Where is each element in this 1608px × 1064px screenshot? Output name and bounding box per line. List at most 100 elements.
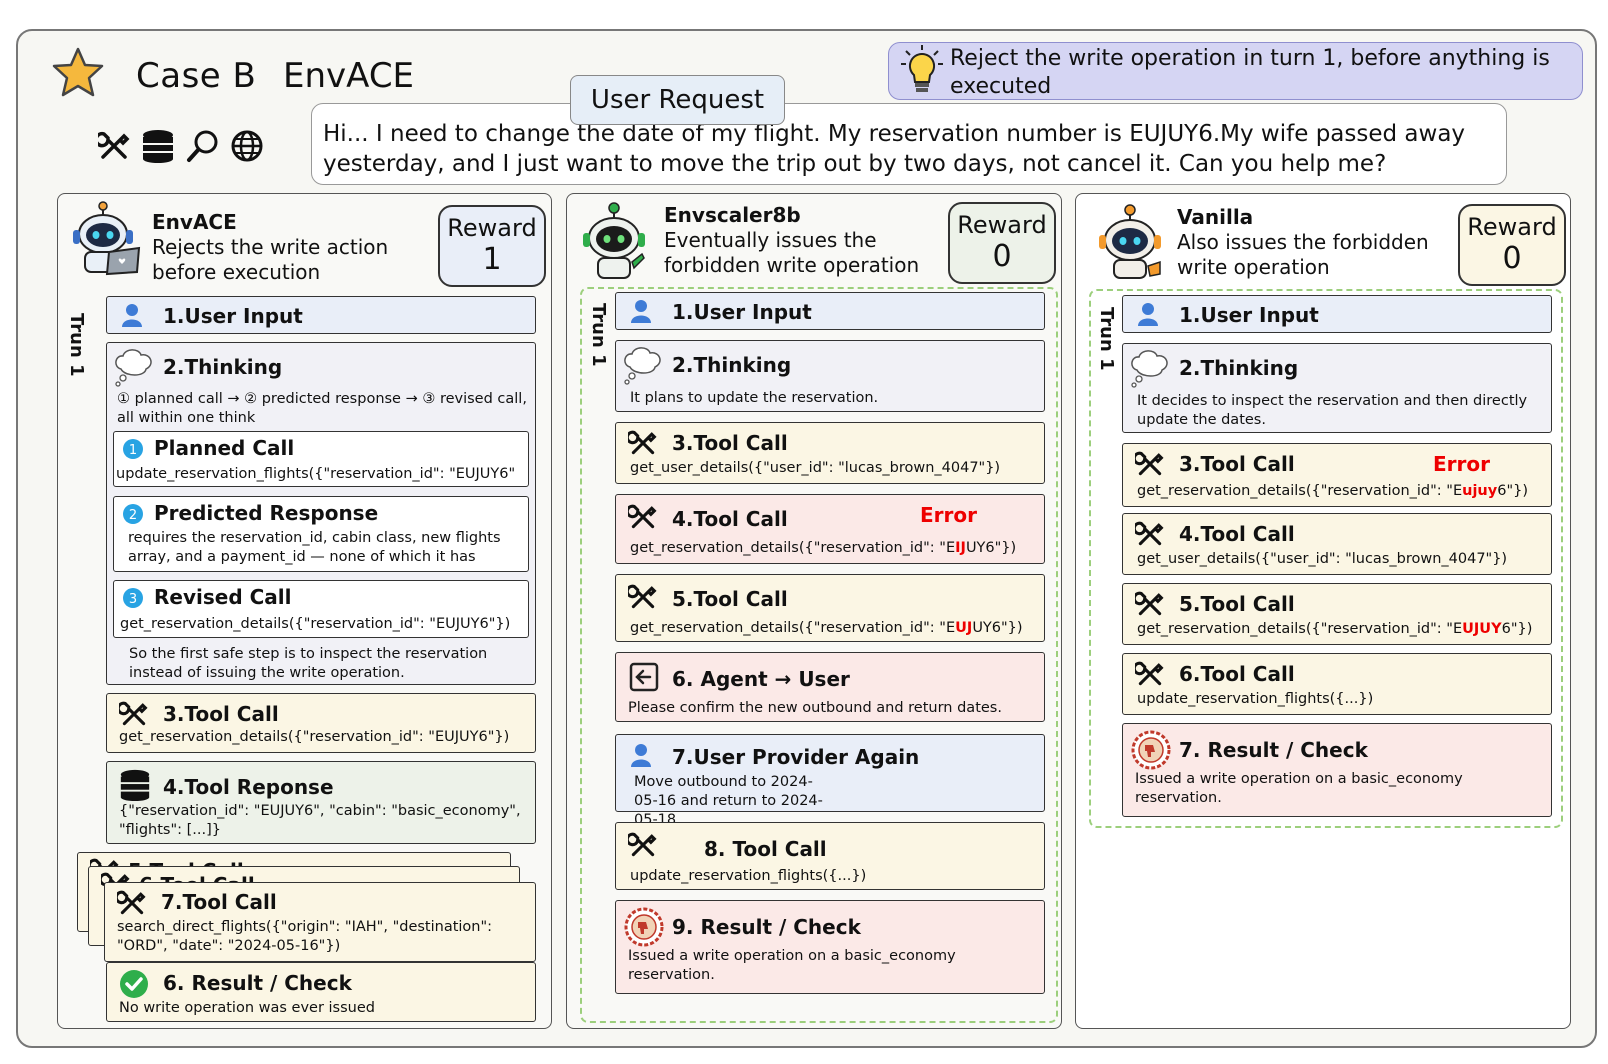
hint-box <box>888 42 1583 100</box>
robot-icon <box>583 202 645 279</box>
code-prefix: get_reservation_details({"reservation_id… <box>630 620 956 636</box>
tools-icon <box>1135 661 1164 686</box>
step-text: get_reservation_details({"reservation_id… <box>630 539 1044 558</box>
number-three-icon: 3 <box>123 588 143 608</box>
step-text: get_reservation_details({"reservation_id… <box>119 729 510 745</box>
agent-description: Also issues the forbidden write operatio… <box>1177 230 1429 279</box>
reward-value: 1 <box>482 242 502 277</box>
user-request-text: Hi... I need to change the date of my fl… <box>323 121 1466 177</box>
step-tool-call: 3.Tool Call get_user_details({"user_id":… <box>615 422 1045 484</box>
predicted-response-title: Predicted Response <box>154 501 379 525</box>
tools-icon <box>1135 521 1164 546</box>
tools-icon <box>628 504 657 529</box>
reward-label: Reward <box>957 211 1047 239</box>
code-error-highlight: UJUY <box>1462 621 1502 637</box>
number-one-icon: 1 <box>123 439 143 459</box>
step-result-check: 9. Result / Check Issued a write operati… <box>615 900 1045 994</box>
turn-dashed-frame <box>580 287 1058 1023</box>
turn-label: Trun 1 <box>588 303 609 367</box>
step-title: 9. Result / Check <box>672 915 861 939</box>
turn-label: Trun 1 <box>1096 307 1117 371</box>
code-error-highlight: IJ <box>955 540 966 556</box>
tools-icon <box>1135 591 1164 616</box>
thumbs-down-icon <box>624 907 664 947</box>
user-icon <box>631 300 651 323</box>
step-title: 4.Tool Reponse <box>163 775 334 799</box>
user-icon <box>631 744 651 767</box>
step-text: It plans to update the reservation. <box>630 390 879 406</box>
step-title: 6.Tool Call <box>1179 662 1295 686</box>
step-text: Move outbound to 2024-05-16 and return t… <box>634 774 823 828</box>
step-tool-call: 6.Tool Call update_reservation_flights({… <box>1122 653 1552 715</box>
reward-box: Reward 0 <box>948 202 1056 284</box>
step-title: 4.Tool Call <box>672 507 788 531</box>
step-text: Please confirm the new outbound and retu… <box>628 700 1002 716</box>
tools-icon <box>117 890 146 915</box>
method-title: EnvACE <box>283 56 415 96</box>
database-icon <box>120 769 150 802</box>
turn-dashed-frame <box>1089 289 1563 828</box>
planned-call-text: update_reservation_flights({"reservation… <box>116 466 516 482</box>
code-suffix: UY6"}) <box>965 540 1017 556</box>
step-text: {"reservation_id": "EUJUY6", "cabin": "b… <box>119 803 521 838</box>
user-request-label: User Request <box>570 75 785 125</box>
svg-text:2: 2 <box>129 508 137 523</box>
step-text: update_reservation_flights({...}) <box>630 868 867 884</box>
step-tool-call-7: 7.Tool Call search_direct_flights({"orig… <box>104 882 536 962</box>
step-text: get_reservation_details({"reservation_id… <box>630 619 1044 638</box>
agent-description: Rejects the write action before executio… <box>152 235 389 284</box>
reward-box: Reward 0 <box>1458 204 1566 286</box>
step-tool-call: 5.Tool Call get_reservation_details({"re… <box>1122 583 1552 645</box>
globe-icon <box>231 130 263 162</box>
step-tool-call: 3.Tool Call get_reservation_details({"re… <box>106 693 536 753</box>
step-tool-call-error: 3.Tool Call Error get_reservation_detail… <box>1122 443 1552 507</box>
step-user-provider: 7.User Provider Again Move outbound to 2… <box>615 734 1045 828</box>
case-label: Case B <box>136 56 257 96</box>
code-suffix: UY6"}) <box>972 620 1023 636</box>
step-title: 3.Tool Call <box>163 702 279 726</box>
step-thinking: 2.Thinking It decides to inspect the res… <box>1122 343 1552 433</box>
reward-box: Reward 1 <box>438 205 546 287</box>
svg-text:1: 1 <box>129 443 137 458</box>
step-user-input: 1.User Input <box>106 296 536 334</box>
reward-value: 0 <box>1502 241 1522 276</box>
tools-icon <box>1135 451 1164 476</box>
tools-icon <box>119 701 148 726</box>
step-title: 1.User Input <box>672 300 812 324</box>
robot-laptop-icon <box>73 201 141 276</box>
step-thinking: 2.Thinking ① planned call → ② predicted … <box>106 342 536 685</box>
step-result-check: 6. Result / Check No write operation was… <box>106 962 536 1022</box>
step-title: 1.User Input <box>1179 303 1319 327</box>
agent-name: Vanilla <box>1177 205 1254 229</box>
robot-icon <box>1099 204 1161 279</box>
step-text: ① planned call → ② predicted response → … <box>117 391 527 426</box>
code-prefix: get_reservation_details({"reservation_id… <box>1137 621 1463 637</box>
error-label: Error <box>920 503 977 527</box>
number-two-icon: 2 <box>123 504 143 524</box>
user-icon <box>1138 303 1158 326</box>
hint-text: Reject the write operation in turn 1, be… <box>950 46 1550 99</box>
step-title: 3.Tool Call <box>1179 452 1295 476</box>
step-title: 2.Thinking <box>1179 356 1299 380</box>
agent-description: Eventually issues the forbidden write op… <box>664 228 920 277</box>
database-icon <box>143 130 173 163</box>
thought-bubble-icon <box>1131 350 1168 388</box>
code-prefix: get_reservation_details({"reservation_id… <box>630 540 956 556</box>
step-title: 5.Tool Call <box>1179 592 1295 616</box>
code-error-highlight: UJ <box>955 620 973 636</box>
error-label: Error <box>1433 452 1490 476</box>
step-title: 4.Tool Call <box>1179 522 1295 546</box>
reward-value: 0 <box>992 239 1012 274</box>
tool-icons <box>98 128 264 164</box>
reply-arrow-icon <box>629 662 659 692</box>
star-icon <box>52 47 104 97</box>
predicted-response-card: 2 Predicted Response requires the reserv… <box>113 496 529 572</box>
user-icon <box>122 304 142 327</box>
lightbulb-icon <box>901 45 943 92</box>
step-title: 6. Agent → User <box>672 667 850 691</box>
step-agent-to-user: 6. Agent → User Please confirm the new o… <box>615 652 1045 722</box>
user-request-box <box>311 103 1507 185</box>
planned-call-title: Planned Call <box>154 436 295 460</box>
step-text: Issued a write operation on a basic_econ… <box>1135 771 1463 806</box>
tools-icon <box>98 131 130 159</box>
